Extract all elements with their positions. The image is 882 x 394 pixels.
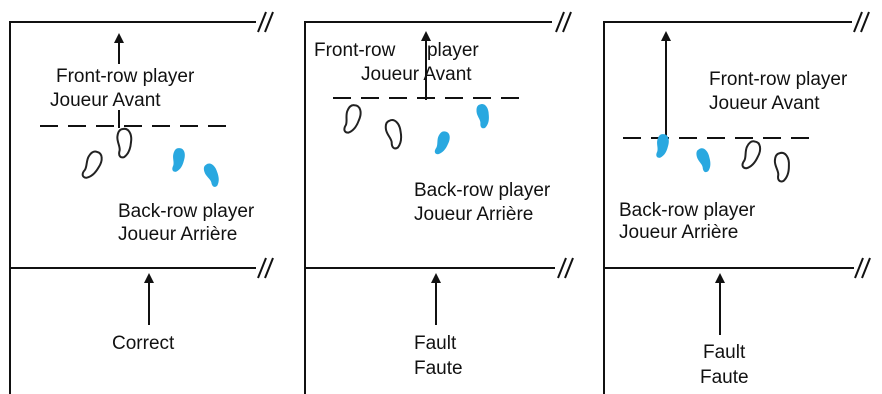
- court-outline: [9, 21, 256, 394]
- court-outline: [304, 21, 555, 394]
- back-row-label-en: Back-row player: [414, 180, 551, 201]
- verdict-label: Correct: [112, 333, 175, 354]
- back-row-label-fr: Joueur Arrière: [118, 224, 237, 245]
- foot-outline-icon: [342, 103, 363, 136]
- double-slash-icon: [257, 11, 274, 279]
- panel-fault-back-foot: Front-row player Joueur Avant Back-row p…: [603, 11, 871, 394]
- foot-outline-icon: [740, 138, 764, 172]
- verdict-label-fr: Faute: [700, 367, 749, 388]
- foot-filled-icon: [201, 161, 224, 189]
- back-row-label-fr: Joueur Arrière: [414, 204, 533, 225]
- foot-outline-icon: [382, 117, 408, 151]
- front-row-label-en: Front-row player: [709, 69, 848, 90]
- front-row-label-en: Front-row player: [314, 40, 479, 61]
- back-row-label-en: Back-row player: [118, 201, 255, 222]
- verdict-label-fr: Faute: [414, 358, 463, 379]
- front-row-label-en: Front-row player: [56, 66, 195, 87]
- back-row-label-en: Back-row player: [619, 200, 756, 221]
- double-slash-icon: [555, 11, 574, 279]
- front-row-label-fr: Joueur Avant: [50, 90, 161, 111]
- foot-filled-icon: [171, 147, 186, 173]
- back-row-label-fr: Joueur Arrière: [619, 222, 738, 243]
- foot-outline-icon: [80, 148, 105, 182]
- foot-outline-icon: [772, 150, 793, 184]
- foot-outline-icon: [115, 127, 134, 159]
- foot-filled-icon: [474, 102, 493, 130]
- front-row-label-fr: Joueur Avant: [361, 64, 472, 85]
- panel-correct: Front-row player Joueur Avant Back-row p…: [9, 11, 274, 394]
- court-outline: [603, 21, 854, 394]
- panel-fault-front-foot: Front-row player Joueur Avant Back-row p…: [304, 11, 574, 394]
- foot-filled-icon: [433, 130, 452, 157]
- double-slash-icon: [853, 11, 871, 279]
- foot-filled-icon: [694, 146, 715, 174]
- verdict-label: Fault: [703, 342, 746, 363]
- verdict-label: Fault: [414, 333, 457, 354]
- label-backdrop: [54, 64, 232, 110]
- front-row-label-fr: Joueur Avant: [709, 93, 820, 114]
